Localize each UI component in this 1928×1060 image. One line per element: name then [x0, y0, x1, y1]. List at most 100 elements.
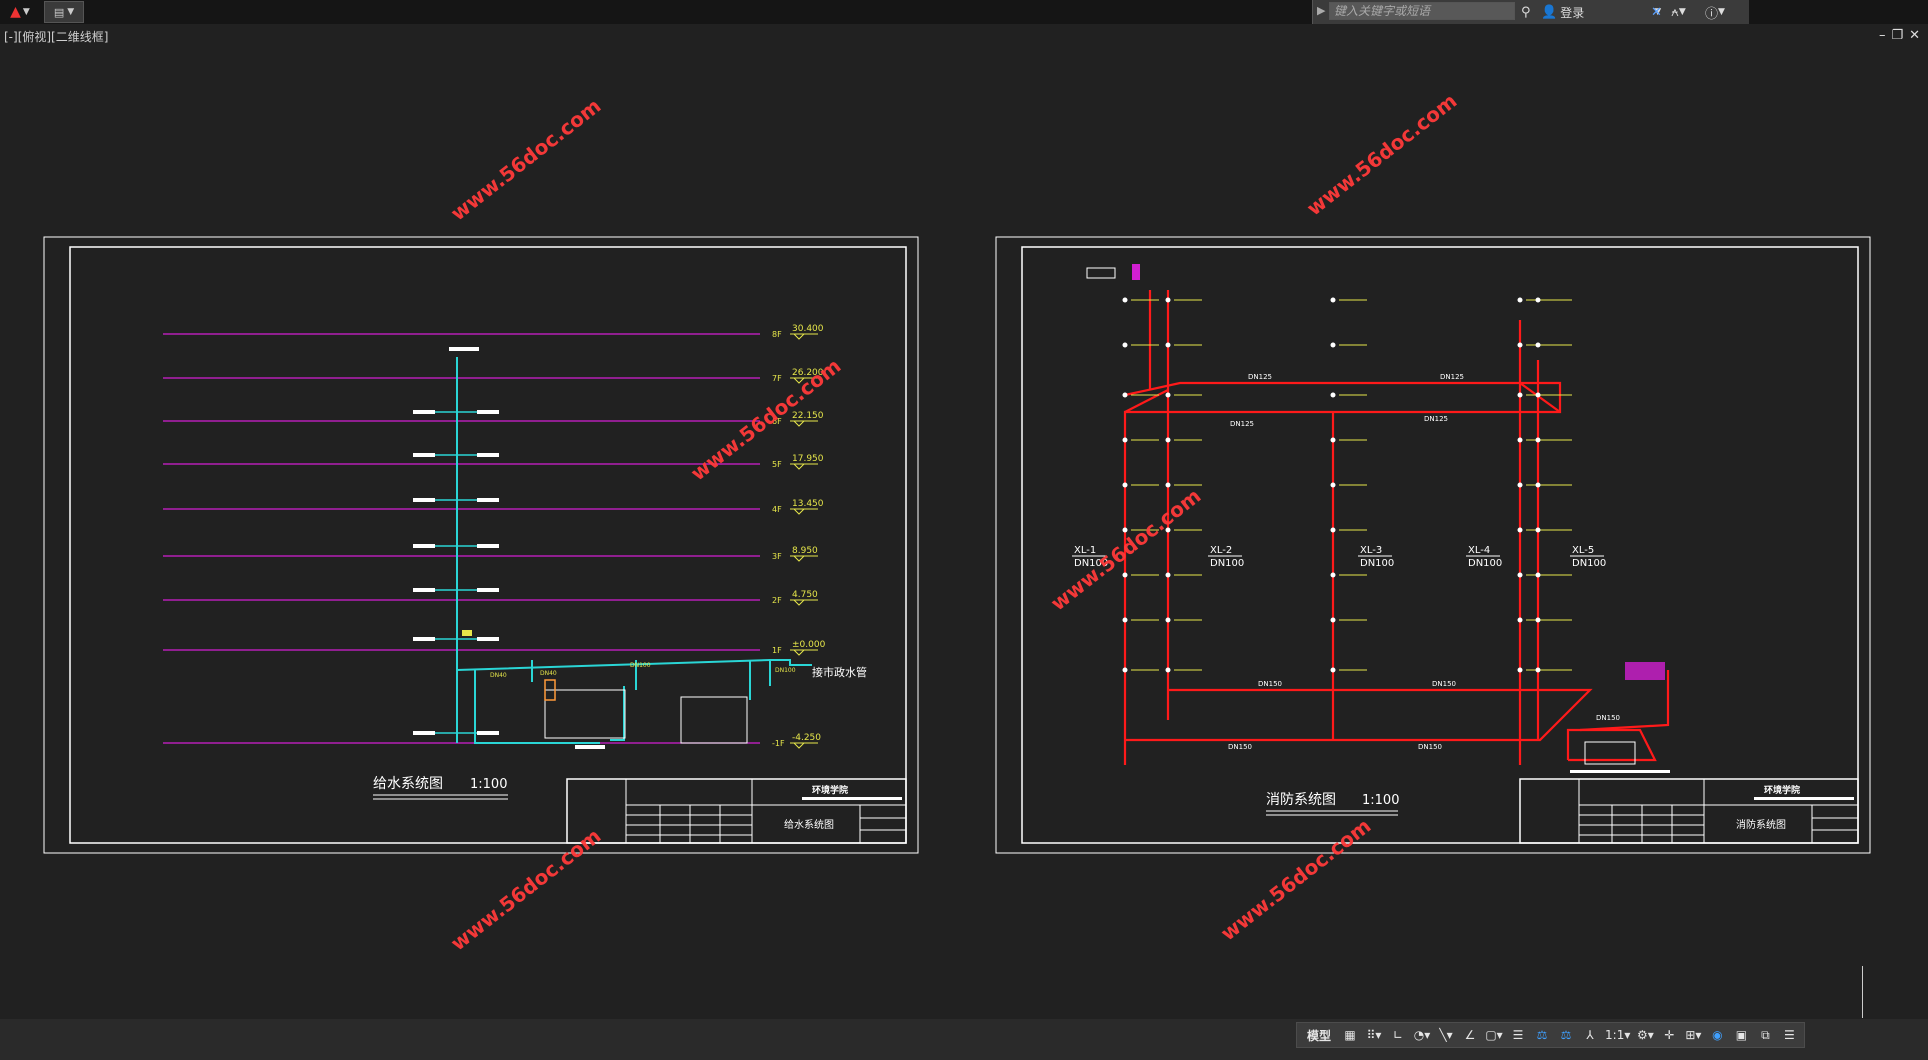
- elevation-triangle: [793, 649, 805, 656]
- elevation-label: 22.150: [792, 411, 824, 421]
- viewport-label[interactable]: [-][俯视][二维线框]: [4, 30, 109, 44]
- workspace-icon[interactable]: ⊞▾: [1685, 1028, 1702, 1042]
- login-label: 登录: [1560, 5, 1585, 20]
- grid-icon[interactable]: ▦: [1344, 1028, 1356, 1042]
- close-icon[interactable]: ✕: [1909, 28, 1920, 43]
- annotation-scale-icon[interactable]: ⚖: [1536, 1028, 1548, 1042]
- hydrant-valve: [1122, 482, 1128, 488]
- hydrant-valve: [1517, 527, 1523, 533]
- model-space-canvas[interactable]: 8F30.4007F26.2006F22.1505F17.9504F13.450…: [0, 44, 1928, 1019]
- main-pipe-label: DN125: [1248, 373, 1272, 381]
- hydrant-valve: [1330, 617, 1336, 623]
- window-controls: – ❐ ✕: [1879, 28, 1920, 43]
- elevation-triangle: [793, 508, 805, 515]
- riser-name: XL-1: [1074, 545, 1096, 556]
- fixture: [413, 637, 435, 641]
- osnap-tracking-icon[interactable]: ∠: [1464, 1028, 1476, 1042]
- hydrant-valve: [1122, 667, 1128, 673]
- exchange-icon[interactable]: ✕: [1651, 4, 1662, 20]
- fixture: [413, 498, 435, 502]
- pipe-label: DN40: [540, 670, 557, 677]
- hydrant-valve: [1165, 667, 1171, 673]
- elevation-label: 13.450: [792, 499, 824, 509]
- binoculars-icon[interactable]: ⚲: [1521, 4, 1531, 20]
- fixture: [413, 731, 435, 735]
- main-pipe-label: DN150: [1418, 743, 1442, 751]
- application-menu-button[interactable]: ▲▼: [2, 0, 38, 24]
- pipe-label: DN100: [630, 662, 651, 669]
- ortho-icon[interactable]: ∟: [1392, 1028, 1404, 1042]
- sheet-border-inner: [1021, 246, 1859, 844]
- app-store-icon[interactable]: ⍲▼: [1671, 4, 1686, 20]
- hydrant-valve: [1122, 617, 1128, 623]
- riser-size: DN100: [1074, 558, 1108, 569]
- main-pipe-label: DN150: [1228, 743, 1252, 751]
- riser-name: XL-3: [1360, 545, 1382, 556]
- pipe-label: DN100: [775, 667, 796, 674]
- object-snap-icon[interactable]: ▢▾: [1485, 1028, 1503, 1042]
- main-pipe-label: DN125: [1230, 420, 1254, 428]
- hydrant-valve: [1535, 342, 1541, 348]
- sheet-border-outer: [995, 236, 1871, 854]
- user-icon: 👤: [1541, 4, 1558, 20]
- title-bar: ▲▼ ▤▼ ▶ ⚲ 👤登录▼ ✕ ⍲▼ ⓘ▼: [0, 0, 1928, 24]
- restore-icon[interactable]: ❐: [1891, 28, 1904, 43]
- autocad-a-icon: ▲: [10, 4, 21, 20]
- model-space-button[interactable]: 模型: [1307, 1028, 1332, 1043]
- help-icon[interactable]: ⓘ▼: [1705, 6, 1725, 22]
- user-login-button[interactable]: 👤登录▼: [1541, 3, 1661, 21]
- elevation-label: 26.200: [792, 368, 824, 378]
- polar-tracking-icon[interactable]: ◔▾: [1413, 1028, 1431, 1042]
- elevation-triangle: [793, 463, 805, 470]
- hydrant-valve: [1535, 392, 1541, 398]
- hydrant-valve: [1535, 527, 1541, 533]
- floor-label: 7F: [772, 374, 782, 383]
- title-block: 环境学院 消防系统图: [1519, 778, 1859, 844]
- isodraft-icon[interactable]: ╲▾: [1439, 1028, 1453, 1042]
- floor-label: 6F: [772, 417, 782, 426]
- customize-menu-icon[interactable]: ☰: [1783, 1028, 1795, 1042]
- hydrant-valve: [1165, 297, 1171, 303]
- riser-size: DN100: [1360, 558, 1394, 569]
- floor-label: 1F: [772, 646, 782, 655]
- graphics-performance-icon[interactable]: ▣: [1735, 1028, 1748, 1042]
- elevation-triangle: [793, 599, 805, 606]
- riser-name: XL-5: [1572, 545, 1594, 556]
- hydrant-valve: [1165, 342, 1171, 348]
- snap-icon[interactable]: ⠿▾: [1366, 1028, 1382, 1042]
- fixture: [413, 588, 435, 592]
- clean-screen-icon[interactable]: ⧉: [1761, 1027, 1770, 1042]
- floor-label: 2F: [772, 596, 782, 605]
- expand-arrow-icon[interactable]: ▶: [1317, 4, 1326, 17]
- lineweight-icon[interactable]: ☰: [1512, 1028, 1524, 1042]
- plus-icon[interactable]: ✛: [1664, 1028, 1675, 1042]
- water-tank: [544, 689, 626, 739]
- fixture: [477, 498, 499, 502]
- watermark-text: www.56doc.com: [1216, 814, 1375, 946]
- gear-icon[interactable]: ⚙▾: [1636, 1028, 1654, 1042]
- fixture: [477, 453, 499, 457]
- elevation-triangle: [793, 742, 805, 749]
- annotation-visibility-icon[interactable]: ⚖: [1560, 1028, 1572, 1042]
- minimize-icon[interactable]: –: [1878, 28, 1886, 43]
- fixture: [413, 410, 435, 414]
- hydrant-valve: [1165, 527, 1171, 533]
- hydrant-valve: [1535, 572, 1541, 578]
- title-block: 环境学院 给水系统图: [566, 778, 907, 844]
- roof-tank: [449, 347, 479, 351]
- riser-name: XL-2: [1210, 545, 1232, 556]
- main-pipe-label: DN125: [1424, 415, 1448, 423]
- quick-access-toolbar[interactable]: ▤▼: [44, 1, 84, 23]
- floor-label: 3F: [772, 552, 782, 561]
- hydrant-valve: [1517, 392, 1523, 398]
- main-pipe-label: DN150: [1258, 680, 1282, 688]
- search-input[interactable]: [1329, 2, 1515, 20]
- hydrant-valve: [1122, 392, 1128, 398]
- water-main: [456, 659, 812, 671]
- isolate-objects-icon[interactable]: ◉: [1712, 1028, 1723, 1042]
- annotation-icon[interactable]: ⅄: [1586, 1028, 1594, 1042]
- hydrant-valve: [1535, 667, 1541, 673]
- hydrant-valve: [1517, 482, 1523, 488]
- scale-dropdown[interactable]: 1:1▾: [1605, 1028, 1631, 1042]
